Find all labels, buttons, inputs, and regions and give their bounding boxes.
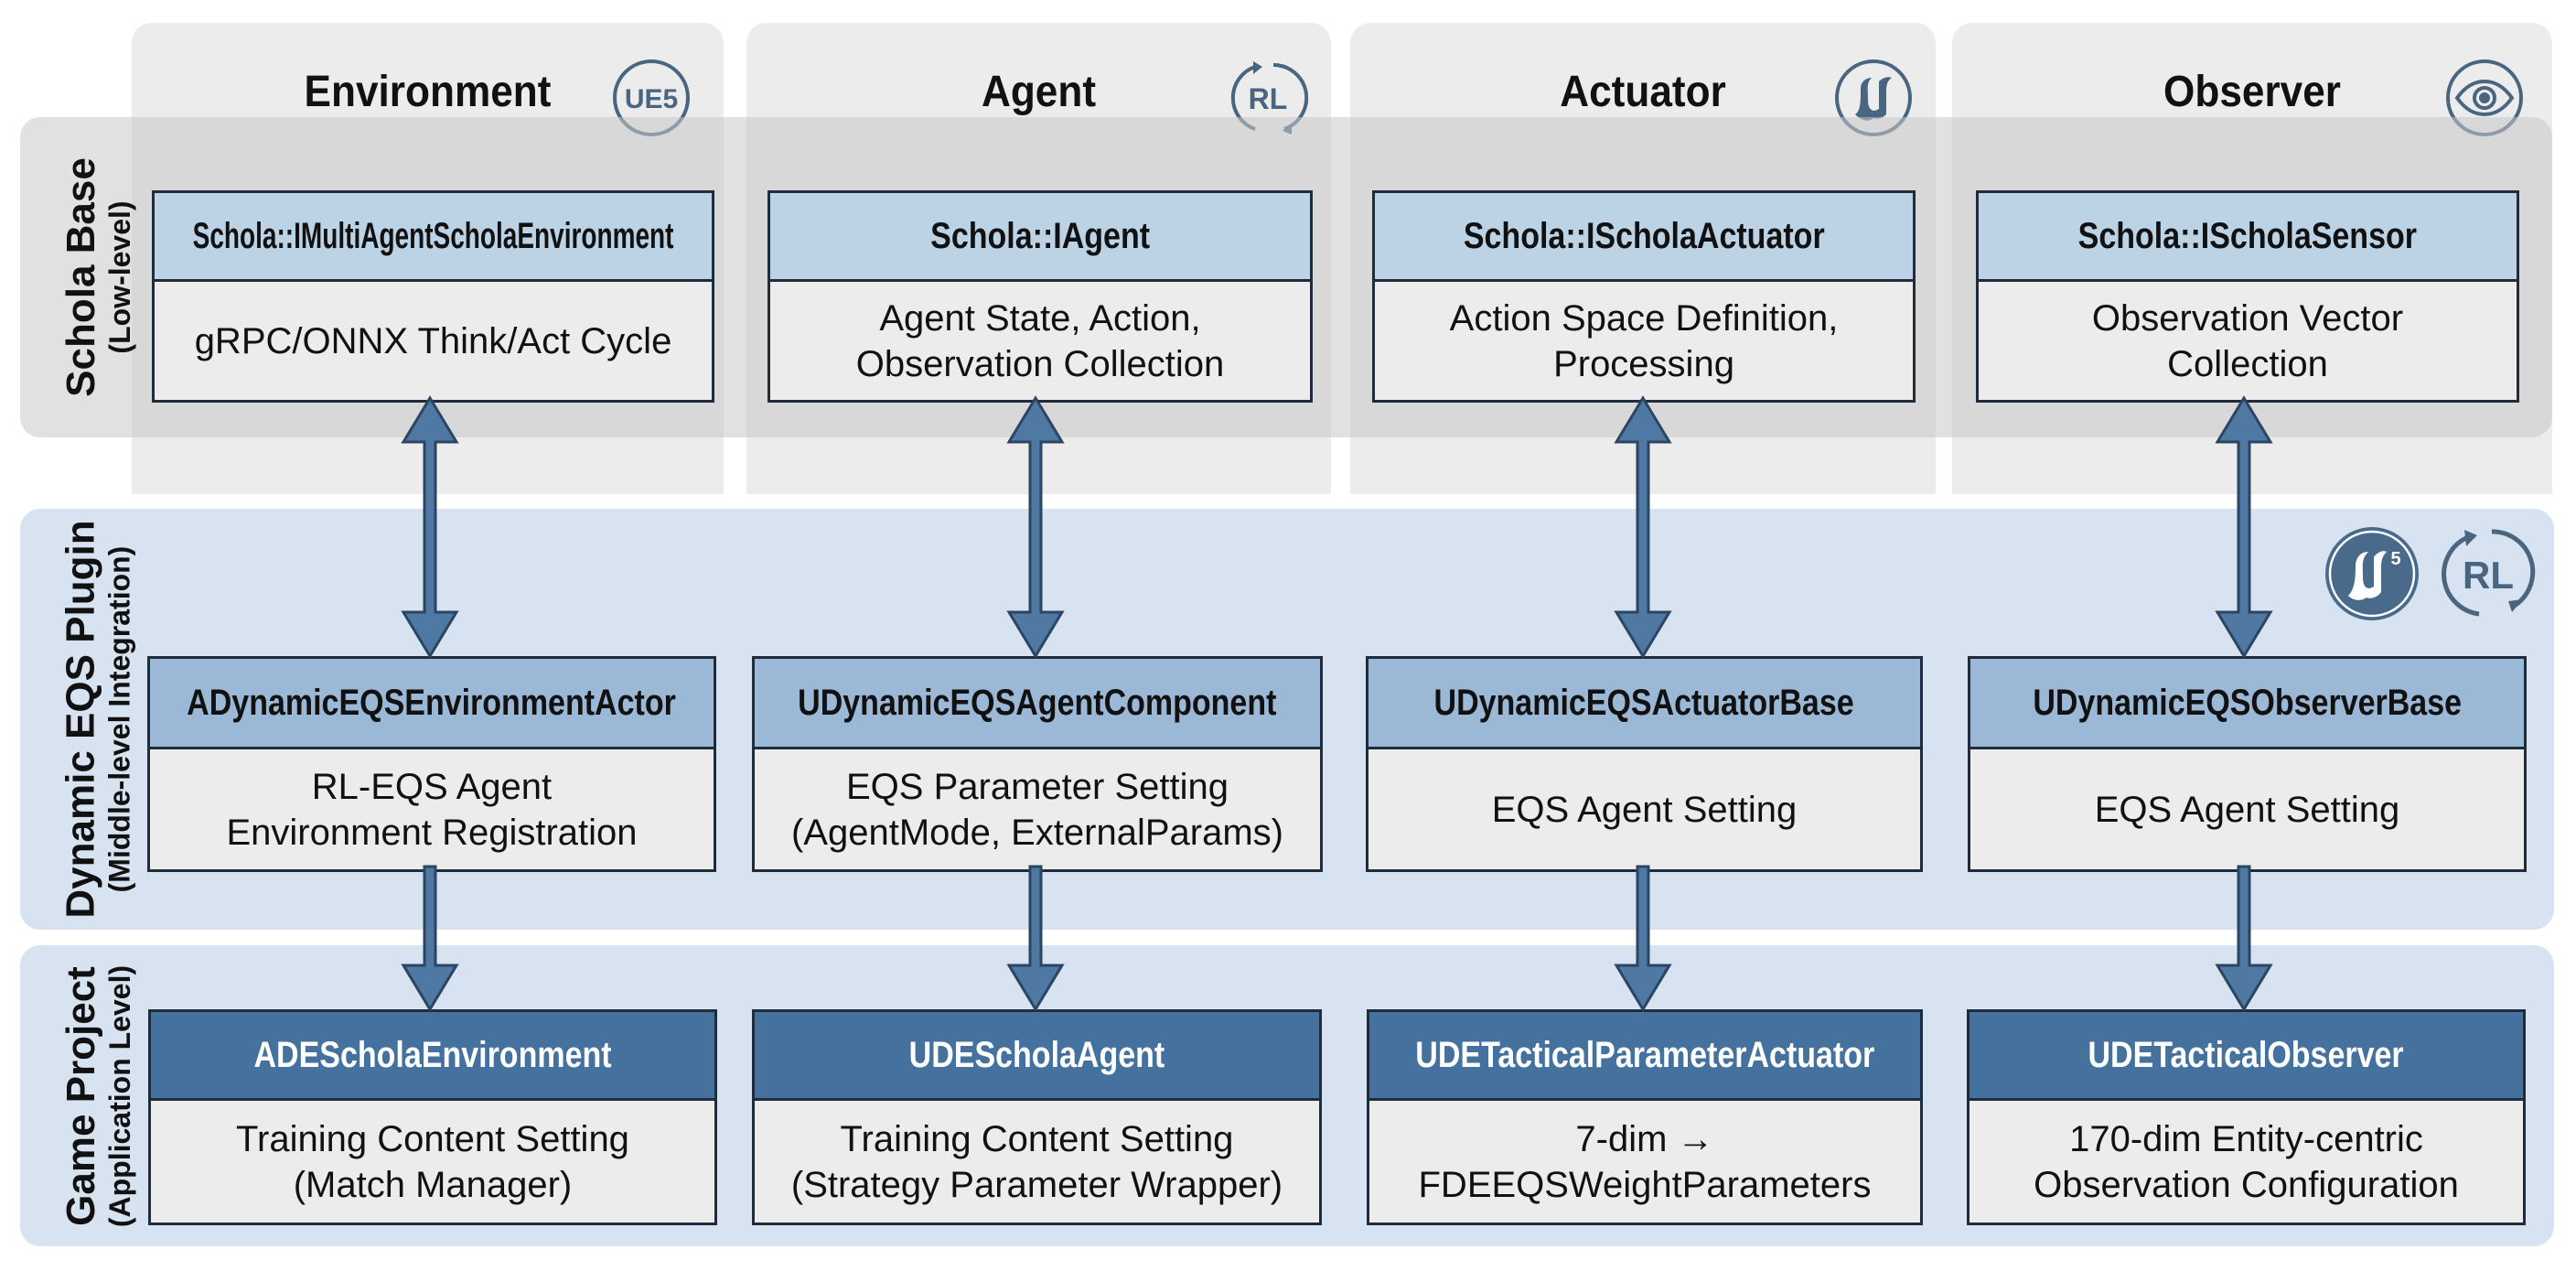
column-title-environment: Environment — [304, 68, 552, 116]
class-box-de-tactical-parameter-actuator: UDETacticalParameterActuator 7-dim → FDE… — [1367, 1009, 1923, 1225]
class-box-header: UDETacticalObserver — [1970, 1012, 2523, 1101]
rl-cycle-icon: RL — [2442, 529, 2536, 617]
class-box-de-schola-environment: ADEScholaEnvironment Training Content Se… — [148, 1009, 717, 1225]
class-box-dynamic-eqs-agent-component: UDynamicEQSAgentComponent EQS Parameter … — [752, 656, 1323, 872]
class-box-description: 170-dim Entity-centric Observation Confi… — [2034, 1118, 2459, 1205]
column-title-observer: Observer — [2163, 68, 2341, 116]
class-box-description: EQS Agent Setting — [1491, 789, 1798, 830]
class-box-header: Schola::IScholaSensor — [1979, 193, 2517, 282]
ue5-badge-text: 5 — [2390, 549, 2400, 569]
class-box-dynamic-eqs-actuator-base: UDynamicEQSActuatorBase EQS Agent Settin… — [1366, 656, 1923, 872]
class-box-description: Observation Vector Collection — [2091, 297, 2404, 384]
class-box-schola-actuator: Schola::IScholaActuator Action Space Def… — [1372, 190, 1916, 403]
class-box-header: UDETacticalParameterActuator — [1369, 1012, 1920, 1101]
class-box-header: Schola::IMultiAgentScholaEnvironment — [155, 193, 712, 282]
rl-icon-text: RL — [1249, 82, 1288, 115]
class-box-description: Agent State, Action, Observation Collect… — [855, 297, 1225, 384]
class-box-description: EQS Parameter Setting (AgentMode, Extern… — [790, 766, 1283, 853]
class-box-description: Training Content Setting (Match Manager) — [236, 1118, 629, 1205]
class-box-description: Action Space Definition, Processing — [1449, 297, 1839, 384]
class-box-schola-sensor: Schola::IScholaSensor Observation Vector… — [1976, 190, 2519, 403]
class-box-description: RL-EQS Agent Environment Registration — [226, 766, 638, 853]
class-box-schola-agent: Schola::IAgent Agent State, Action, Obse… — [767, 190, 1313, 403]
class-box-header: UDEScholaAgent — [755, 1012, 1319, 1101]
layer-subtitle: (Middle-level Integration) — [103, 545, 136, 893]
column-title-agent: Agent — [981, 68, 1097, 116]
class-box-dynamic-eqs-environment-actor: ADynamicEQSEnvironmentActor RL-EQS Agent… — [147, 656, 716, 872]
class-box-de-tactical-observer: UDETacticalObserver 170-dim Entity-centr… — [1967, 1009, 2526, 1225]
layer-title: Game Project — [59, 965, 103, 1226]
class-box-schola-environment: Schola::IMultiAgentScholaEnvironment gRP… — [152, 190, 714, 403]
class-box-header: UDynamicEQSObserverBase — [1970, 659, 2524, 749]
rl-badge-text: RL — [2463, 554, 2514, 597]
class-box-de-schola-agent: UDEScholaAgent Training Content Setting … — [752, 1009, 1322, 1225]
layer-title: Dynamic EQS Plugin — [59, 520, 103, 919]
layer-subtitle: (Low-level) — [103, 200, 136, 354]
class-box-header: ADEScholaEnvironment — [151, 1012, 714, 1101]
class-box-dynamic-eqs-observer-base: UDynamicEQSObserverBase EQS Agent Settin… — [1968, 656, 2527, 872]
layer-title: Schola Base — [59, 157, 103, 397]
class-box-header: UDynamicEQSActuatorBase — [1368, 659, 1920, 749]
ue5-icon-text: UE5 — [625, 84, 678, 114]
class-box-header: Schola::IAgent — [770, 193, 1310, 282]
class-box-header: UDynamicEQSAgentComponent — [755, 659, 1320, 749]
class-box-header: Schola::IScholaActuator — [1375, 193, 1913, 282]
unreal-engine-5-logo-icon: 5 — [2325, 527, 2419, 620]
class-box-description: Training Content Setting (Strategy Param… — [790, 1118, 1283, 1205]
class-box-description: 7-dim → FDEEQSWeightParameters — [1418, 1118, 1872, 1205]
ue5-text-circle-icon: UE5 — [613, 59, 690, 136]
layer-subtitle: (Application Level) — [103, 964, 136, 1227]
class-box-header: ADynamicEQSEnvironmentActor — [150, 659, 714, 749]
class-box-description: EQS Agent Setting — [2094, 789, 2400, 830]
column-title-actuator: Actuator — [1560, 68, 1726, 116]
class-box-description: gRPC/ONNX Think/Act Cycle — [194, 320, 672, 361]
